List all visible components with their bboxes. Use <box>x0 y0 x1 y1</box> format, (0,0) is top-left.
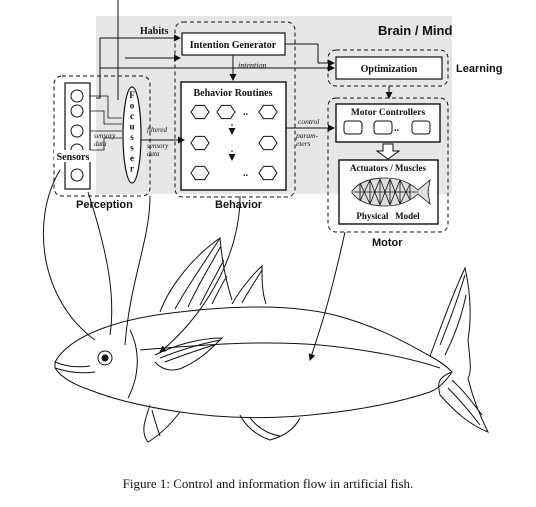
perception-group <box>53 75 151 197</box>
learning-label: Learning <box>456 63 502 75</box>
control-params-line-3: eters <box>296 139 311 148</box>
sensors-label: Sensors <box>57 152 90 163</box>
motor-controller-ellipsis: .. <box>394 123 400 134</box>
focusser-letter: s <box>130 143 134 153</box>
motor-controller-3 <box>411 120 431 135</box>
control-params-line-2: param- <box>295 131 319 140</box>
sensor-circle <box>70 168 84 182</box>
motor-controller-1 <box>343 120 363 135</box>
filtered-sensory-line-3: data <box>147 150 160 158</box>
optimization-label: Optimization <box>361 64 418 75</box>
fish-body-outline <box>54 306 453 419</box>
motor-group <box>327 97 449 233</box>
actuators-label: Actuators / Muscles <box>350 163 426 173</box>
behavior-routines-label: Behavior Routines <box>194 88 273 99</box>
behavior-routine-hexagon <box>190 135 210 151</box>
fish-pupil <box>101 354 109 362</box>
fish-lateral-line <box>139 342 441 369</box>
sensory-data-line-2: data <box>94 140 107 148</box>
behavior-routine-hexagon <box>190 104 210 120</box>
motor-controllers-label: Motor Controllers <box>351 108 426 118</box>
behavior-routine-hexagon <box>258 104 278 120</box>
focusser-letter: e <box>130 153 134 163</box>
optimization-box <box>335 56 443 80</box>
brain-mind-label: Brain / Mind <box>378 23 452 38</box>
fish-illustration <box>54 237 490 443</box>
motor-label: Motor <box>372 237 403 249</box>
focusser-ellipse <box>122 86 142 184</box>
sensor-wires <box>90 95 122 151</box>
routine-ellipsis-bottom: .. <box>243 168 249 179</box>
focusser-letter: r <box>130 164 134 174</box>
focusser-letter: s <box>130 132 134 142</box>
habits-label: Habits <box>140 26 168 37</box>
control-params-line-1: control <box>298 117 319 126</box>
fish-connection-curves <box>43 169 346 361</box>
motor-controller-2 <box>373 120 393 135</box>
sensor-circle <box>70 104 84 118</box>
behavior-routine-hexagons <box>190 104 278 181</box>
intention-generator-label: Intention Generator <box>190 40 277 51</box>
controllers-to-actuators-arrow <box>375 143 401 160</box>
fish-second-dorsal-fin <box>231 264 267 305</box>
physical-model-label: Physical Model <box>356 211 420 221</box>
intention-label: intention <box>238 61 266 70</box>
perception-label: Perception <box>76 199 133 211</box>
filtered-sensory-line-2: sensory <box>147 142 169 150</box>
behavior-label: Behavior <box>215 199 263 211</box>
fish-tail-fin <box>429 266 490 433</box>
fish-pectoral-fin <box>154 337 224 371</box>
fish-pelvic-fin <box>143 404 181 443</box>
behavior-group <box>174 21 296 198</box>
fish-anal-fin <box>239 414 301 441</box>
fish-mouth <box>54 361 96 374</box>
behavior-routine-hexagon <box>216 104 236 120</box>
behavior-routine-hexagon <box>190 165 210 181</box>
focusser-letter: F <box>129 90 135 100</box>
focusser-letter: o <box>130 101 135 111</box>
physical-model-mesh-icon <box>351 177 431 207</box>
fish-dorsal-fin <box>159 237 233 313</box>
sensors-label-bg <box>54 150 92 162</box>
habits-feed-line <box>96 38 101 99</box>
behavior-routine-hexagon <box>258 135 278 151</box>
routine-ellipsis-top: .. <box>243 107 249 118</box>
filtered-sensory-line-1: filtered <box>147 126 167 134</box>
figure-caption: Figure 1: Control and information flow i… <box>123 476 414 491</box>
sensory-data-line-1: sensory <box>94 132 116 140</box>
sensor-circle <box>70 124 84 138</box>
focusser-letter: u <box>129 122 134 132</box>
focusser-letter: c <box>130 111 134 121</box>
fish-eye-icon <box>97 350 113 366</box>
sensor-circle <box>70 89 84 103</box>
behavior-routine-hexagon <box>258 165 278 181</box>
fish-gill <box>127 329 138 399</box>
